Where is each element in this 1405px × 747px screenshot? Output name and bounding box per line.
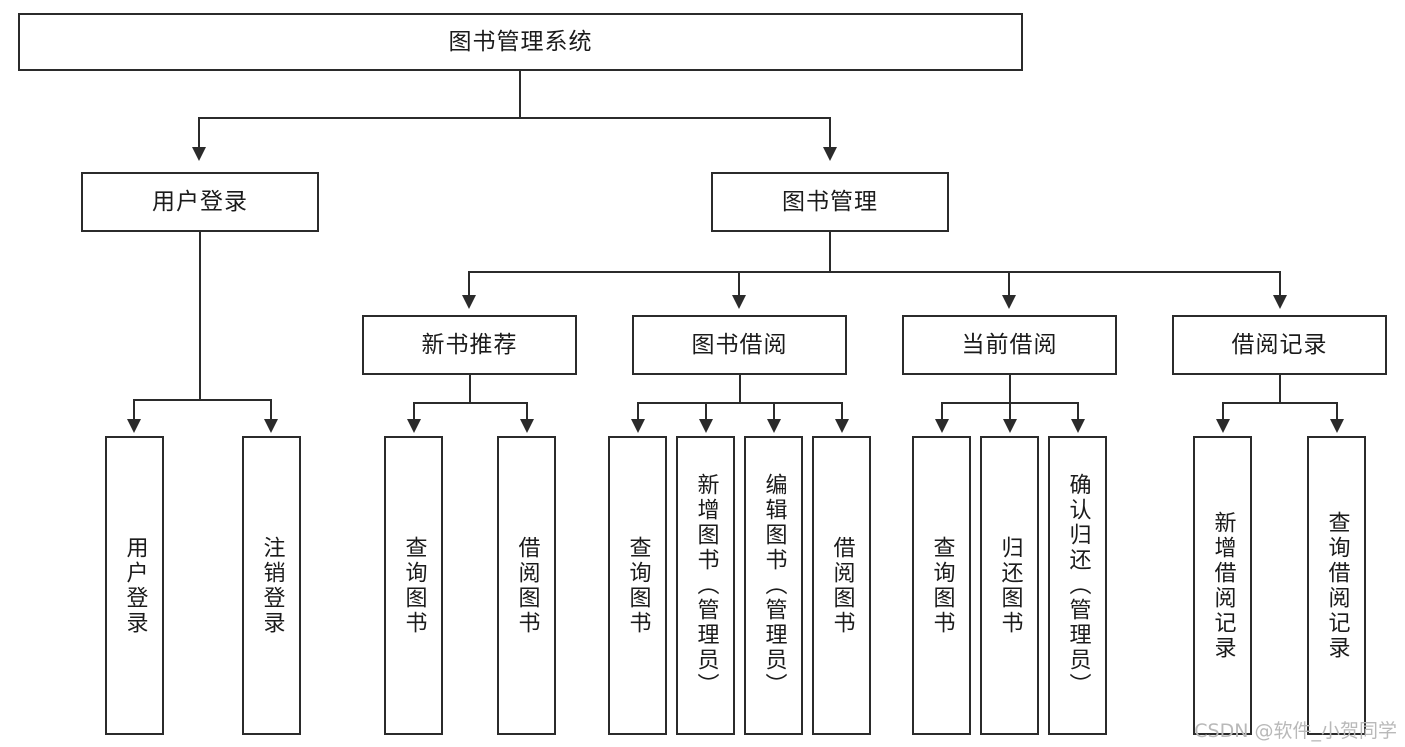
edge-drop-current-borrow: [1008, 271, 1010, 297]
arrowhead-cb-confirm-return: [1071, 419, 1085, 433]
node-borrow-record[interactable]: 借阅记录: [1172, 315, 1387, 375]
edge-drop-borrow-record: [1279, 271, 1281, 297]
node-label: 新增图书（管理员）: [693, 473, 719, 698]
edge-cb-drop-3: [1077, 402, 1079, 421]
arrowhead-leaf-user-login: [127, 419, 141, 433]
edge-drop-book-borrow: [738, 271, 740, 297]
arrowhead-user-login: [192, 147, 206, 161]
arrowhead-br-add-record: [1216, 419, 1230, 433]
arrowhead-borrow-record: [1273, 295, 1287, 309]
node-label: 用户登录: [152, 188, 248, 215]
node-user-login[interactable]: 用户登录: [81, 172, 319, 232]
leaf-bb-query-book[interactable]: 查询图书: [608, 436, 667, 735]
edge-new-book-bus: [413, 402, 527, 404]
arrowhead-nb-borrow-book: [520, 419, 534, 433]
node-new-book-recommend[interactable]: 新书推荐: [362, 315, 577, 375]
leaf-nb-query-book[interactable]: 查询图书: [384, 436, 443, 735]
edge-to-user-login: [198, 117, 200, 149]
edge-to-book-management: [829, 117, 831, 149]
edge-root-bus: [198, 117, 831, 119]
node-current-borrow[interactable]: 当前借阅: [902, 315, 1117, 375]
node-label: 图书管理: [782, 188, 878, 215]
node-book-borrow[interactable]: 图书借阅: [632, 315, 847, 375]
edge-current-borrow-stem: [1009, 375, 1011, 403]
node-label: 图书借阅: [691, 331, 788, 358]
leaf-bb-add-book[interactable]: 新增图书（管理员）: [676, 436, 735, 735]
node-root-book-management-system[interactable]: 图书管理系统: [18, 13, 1023, 71]
leaf-bb-edit-book[interactable]: 编辑图书（管理员）: [744, 436, 803, 735]
arrowhead-new-book-recommend: [462, 295, 476, 309]
edge-cb-drop-1: [941, 402, 943, 421]
edge-new-book-drop-1: [413, 402, 415, 421]
edge-user-login-drop-2: [270, 399, 272, 421]
edge-book-management-stem: [829, 232, 831, 272]
node-label: 借阅图书: [514, 535, 540, 636]
node-label: 查询借阅记录: [1324, 510, 1350, 661]
arrowhead-leaf-logout: [264, 419, 278, 433]
leaf-br-query-record[interactable]: 查询借阅记录: [1307, 436, 1366, 735]
edge-new-book-stem: [469, 375, 471, 403]
edge-drop-new-book: [468, 271, 470, 297]
edge-bb-drop-3: [773, 402, 775, 421]
leaf-nb-borrow-book[interactable]: 借阅图书: [497, 436, 556, 735]
edge-borrow-record-stem: [1279, 375, 1281, 403]
edge-user-login-stem: [199, 232, 201, 400]
node-book-management[interactable]: 图书管理: [711, 172, 949, 232]
arrowhead-book-management: [823, 147, 837, 161]
arrowhead-book-borrow: [732, 295, 746, 309]
edge-new-book-drop-2: [526, 402, 528, 421]
node-label: 用户登录: [122, 535, 148, 636]
arrowhead-cb-query-book: [935, 419, 949, 433]
edge-br-drop-1: [1222, 402, 1224, 421]
leaf-cb-confirm-return[interactable]: 确认归还（管理员）: [1048, 436, 1107, 735]
edge-bb-drop-2: [705, 402, 707, 421]
edge-user-login-drop-1: [133, 399, 135, 421]
arrowhead-bb-add-book: [699, 419, 713, 433]
edge-book-borrow-bus: [637, 402, 843, 404]
node-label: 新书推荐: [421, 331, 518, 358]
arrowhead-bb-query-book: [631, 419, 645, 433]
leaf-bb-borrow-book[interactable]: 借阅图书: [812, 436, 871, 735]
node-label: 借阅图书: [829, 535, 855, 636]
arrowhead-bb-edit-book: [767, 419, 781, 433]
leaf-user-login[interactable]: 用户登录: [105, 436, 164, 735]
edge-bb-drop-4: [841, 402, 843, 421]
edge-cb-drop-2: [1009, 402, 1011, 421]
arrowhead-current-borrow: [1002, 295, 1016, 309]
leaf-cb-return-book[interactable]: 归还图书: [980, 436, 1039, 735]
edge-book-borrow-stem: [739, 375, 741, 403]
node-label: 确认归还（管理员）: [1065, 473, 1091, 698]
node-label: 编辑图书（管理员）: [761, 473, 787, 698]
edge-br-drop-2: [1336, 402, 1338, 421]
edge-root-stem: [519, 71, 521, 118]
edge-user-login-bus: [133, 399, 271, 401]
leaf-logout[interactable]: 注销登录: [242, 436, 301, 735]
node-label: 查询图书: [625, 535, 651, 636]
node-label: 归还图书: [997, 535, 1023, 636]
node-label: 当前借阅: [961, 331, 1058, 358]
edge-book-management-bus: [468, 271, 1280, 273]
leaf-br-add-record[interactable]: 新增借阅记录: [1193, 436, 1252, 735]
arrowhead-nb-query-book: [407, 419, 421, 433]
node-label: 图书管理系统: [448, 28, 593, 55]
node-label: 新增借阅记录: [1210, 510, 1236, 661]
arrowhead-cb-return-book: [1003, 419, 1017, 433]
leaf-cb-query-book[interactable]: 查询图书: [912, 436, 971, 735]
node-label: 借阅记录: [1231, 331, 1328, 358]
arrowhead-bb-borrow-book: [835, 419, 849, 433]
arrowhead-br-query-record: [1330, 419, 1344, 433]
edge-borrow-record-bus: [1222, 402, 1337, 404]
edge-bb-drop-1: [637, 402, 639, 421]
node-label: 注销登录: [259, 535, 285, 636]
node-label: 查询图书: [929, 535, 955, 636]
node-label: 查询图书: [401, 535, 427, 636]
